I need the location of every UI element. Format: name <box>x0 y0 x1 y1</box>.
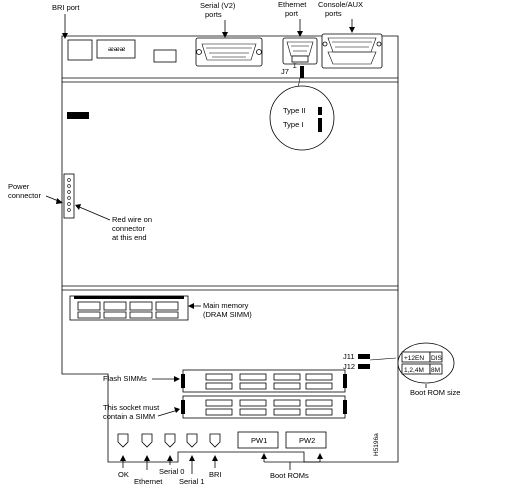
led-serial0-label: Serial 0 <box>159 467 184 476</box>
main-memory-label-2: (DRAM SIMM) <box>203 310 252 319</box>
led-serial1 <box>186 433 198 448</box>
flash-simm-upper <box>181 369 347 393</box>
bri-port-label: BRI port <box>52 3 80 12</box>
led-bri <box>209 433 221 448</box>
led-ok-label: OK <box>118 470 129 479</box>
rom-opt-124m: 1,2,4M <box>404 367 424 374</box>
type2-label: Type II <box>283 106 306 115</box>
bri-port: ᴂᴂᴂ <box>67 39 177 63</box>
board-label-plate <box>67 112 89 119</box>
j11-jumper <box>358 354 370 359</box>
console-aux-label-2: ports <box>325 9 342 18</box>
main-memory-label-1: Main memory <box>203 301 249 310</box>
led-bri-label: BRI <box>209 470 222 479</box>
type1-label: Type I <box>283 120 303 129</box>
boot-rom-size-label: Boot ROM size <box>410 388 460 397</box>
socket-label-2: contain a SIMM <box>103 412 155 421</box>
rom-opt-12en: +12EN <box>404 355 424 362</box>
serial-v2-label-2: ports <box>205 10 222 19</box>
serial-v2-ports <box>195 37 263 67</box>
power-label-1: Power <box>8 182 30 191</box>
flash-simms-label: Flash SIMMs <box>103 374 147 383</box>
console-aux-ports <box>321 33 383 69</box>
boot-rom-size-callout <box>397 342 455 384</box>
j11-label: J11 <box>343 352 355 361</box>
j7-jumper <box>300 66 304 78</box>
svg-text:PW2: PW2 <box>299 436 315 445</box>
ethernet-label-2: port <box>285 9 299 18</box>
red-wire-label-3: at this end <box>112 233 147 242</box>
power-connector <box>63 173 75 219</box>
serial-v2-label-1: Serial (V2) <box>200 1 236 10</box>
boot-rom-pw2: PW2 <box>285 431 327 449</box>
led-ok <box>117 433 129 448</box>
led-serial0 <box>164 433 176 448</box>
boot-rom-pw1: PW1 <box>237 431 279 449</box>
j7-label: J7 <box>281 67 289 76</box>
power-label-2: connector <box>8 191 41 200</box>
board-outline <box>61 35 399 463</box>
rom-opt-dis: DIS <box>431 355 443 362</box>
figure-id: H5196a <box>373 433 380 456</box>
ethernet-label-1: Ethernet <box>278 0 307 9</box>
svg-text:Ɪ: Ɪ <box>293 63 297 70</box>
rom-opt-8m: 8M <box>431 367 440 374</box>
red-wire-label-2: connector <box>112 224 145 233</box>
j12-label: J12 <box>343 362 355 371</box>
red-wire-label-1: Red wire on <box>112 215 152 224</box>
svg-text:ᴂᴂᴂ: ᴂᴂᴂ <box>108 46 126 53</box>
dram-simm <box>69 295 189 321</box>
led-ethernet <box>141 433 153 448</box>
boot-roms-label: Boot ROMs <box>270 471 309 480</box>
svg-text:PW1: PW1 <box>251 436 267 445</box>
ethernet-port <box>282 37 318 65</box>
flash-simm-lower <box>181 395 347 419</box>
console-aux-label-1: Console/AUX <box>318 0 363 9</box>
led-ethernet-label: Ethernet <box>134 477 163 486</box>
j12-jumper <box>358 364 370 369</box>
socket-label-1: This socket must <box>103 403 160 412</box>
led-serial1-label: Serial 1 <box>179 477 204 486</box>
jumper-callout <box>269 85 335 151</box>
